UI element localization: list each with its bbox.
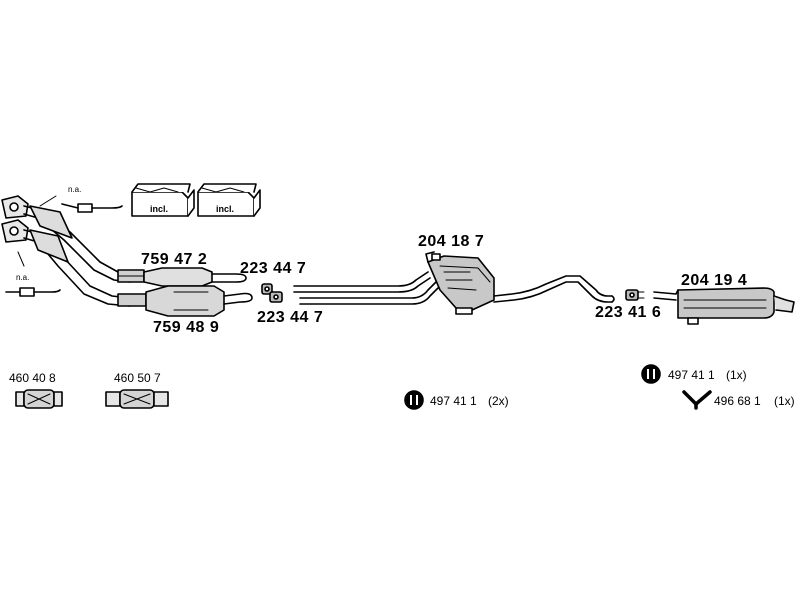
note-not-available-top: n.a. — [68, 185, 82, 194]
clamp-upper-icon — [261, 283, 273, 295]
gasket-kit-icon-2 — [197, 183, 261, 217]
part-number-middle-silencer: 204 18 7 — [418, 233, 485, 250]
gasket-kit-icon-1 — [131, 183, 195, 217]
part-number-mount-right: 497 41 1 — [668, 368, 715, 382]
part-number-clamp-rear: 223 41 6 — [595, 304, 662, 321]
kit-label-1: incl. — [150, 204, 169, 214]
flex-pipe-2 — [105, 389, 169, 409]
catalytic-converter-lower — [117, 285, 253, 317]
quantity-mount-center: (2x) — [488, 394, 509, 408]
note-not-available-bottom: n.a. — [16, 273, 30, 282]
front-downpipes — [23, 205, 131, 307]
mounting-rubber-icon-right — [641, 364, 661, 384]
part-number-hanger: 496 68 1 — [714, 394, 761, 408]
intermediate-pipes — [293, 271, 439, 305]
part-number-cat-lower: 759 48 9 — [153, 319, 220, 336]
catalytic-converter-upper — [117, 267, 247, 287]
lambda-sensor-top-icon — [39, 195, 123, 213]
rear-connection-pipe — [493, 275, 615, 303]
part-number-flex-pipe-1: 460 40 8 — [9, 371, 56, 385]
manifold-flanges — [1, 195, 29, 243]
part-number-clamp-upper: 223 44 7 — [240, 260, 307, 277]
kit-label-2: incl. — [216, 204, 235, 214]
part-number-flex-pipe-2: 460 50 7 — [114, 371, 161, 385]
flex-pipe-1 — [15, 389, 63, 409]
lambda-sensor-bottom-icon — [5, 251, 61, 297]
quantity-mount-right: (1x) — [726, 368, 747, 382]
part-number-clamp-lower: 223 44 7 — [257, 309, 324, 326]
clamp-lower-icon — [269, 291, 283, 303]
part-number-mount-center: 497 41 1 — [430, 394, 477, 408]
hanger-bracket-icon — [682, 390, 712, 410]
clamp-rear-icon — [625, 289, 645, 301]
mounting-rubber-icon — [404, 390, 424, 410]
part-number-rear-silencer: 204 19 4 — [681, 272, 748, 289]
rear-silencer — [653, 287, 795, 325]
quantity-hanger: (1x) — [774, 394, 795, 408]
part-number-cat-upper: 759 47 2 — [141, 251, 208, 268]
middle-silencer — [425, 251, 495, 315]
